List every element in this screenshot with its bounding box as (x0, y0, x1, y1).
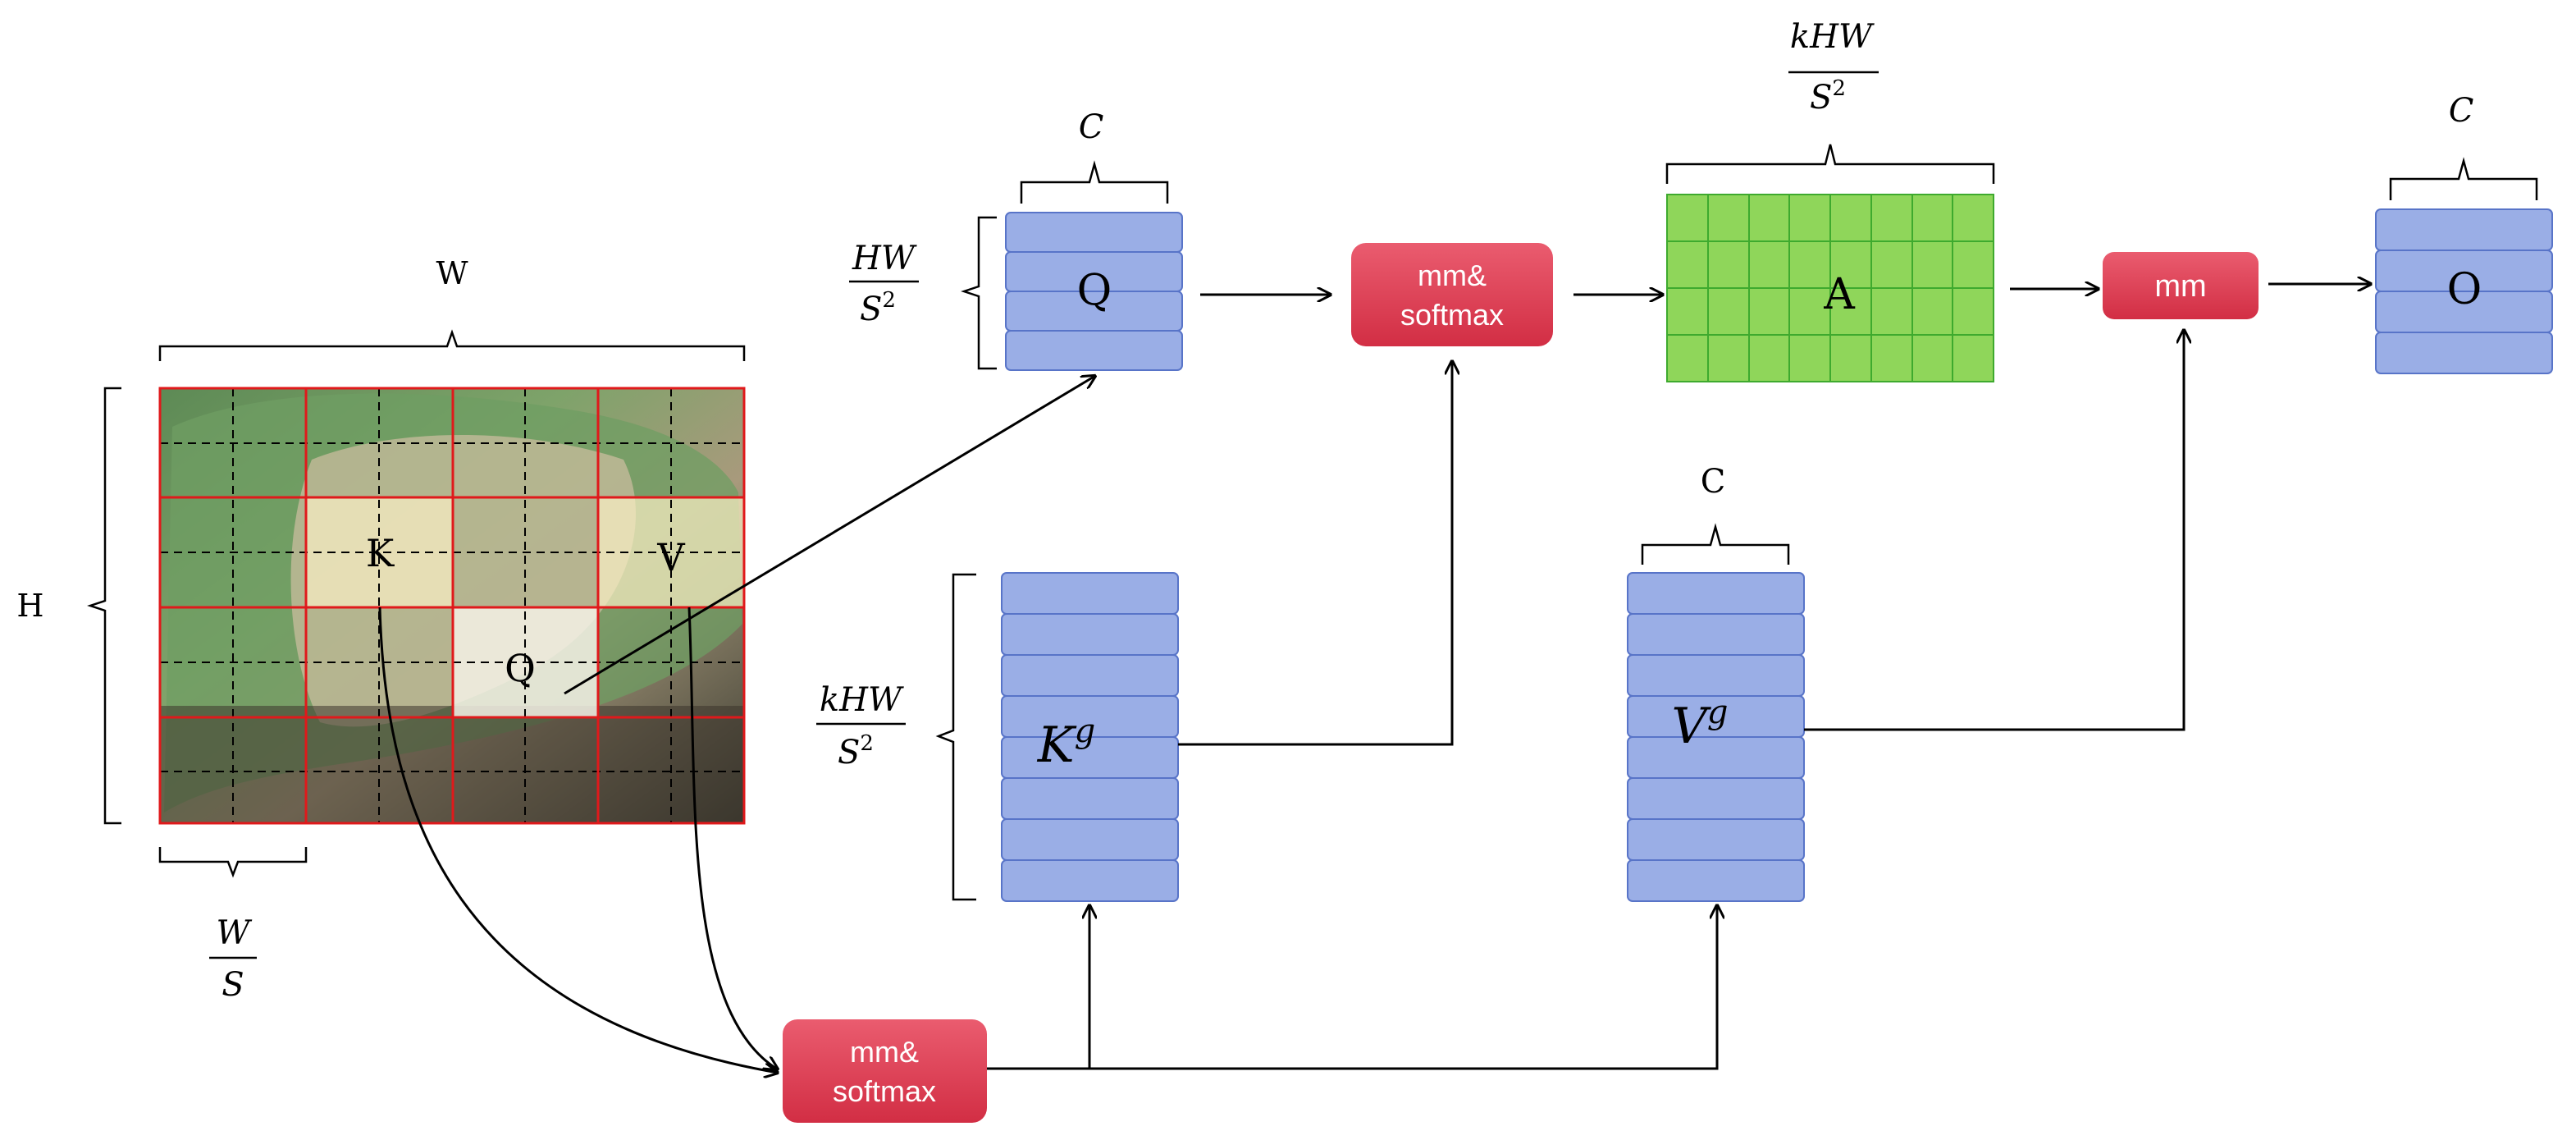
arrow-vpatch-to-bottom (687, 607, 778, 1069)
op-mm-label: mm (2154, 269, 2206, 304)
a-top-den: S2 (1810, 76, 1846, 117)
k-side-brace (935, 573, 976, 901)
q-side-num: HW (852, 240, 917, 277)
q-token-stack: Q (1005, 212, 1183, 371)
patch-v-label: V (656, 535, 685, 579)
a-top-brace (1665, 144, 1995, 184)
arrow-kpatch-to-bottom (378, 607, 778, 1073)
v-label: Vg (1672, 694, 1729, 755)
op-mm-softmax-bottom-line1: mm& (850, 1035, 919, 1069)
connectors (378, 284, 2371, 1073)
op-mm-softmax-top-line1: mm& (1418, 259, 1487, 292)
width-brace (158, 329, 746, 361)
o-top-brace (2389, 157, 2538, 200)
a-label: A (1823, 270, 1856, 319)
q-side-den: S2 (860, 288, 896, 328)
height-label: H (16, 588, 43, 624)
op-mm-softmax-bottom-line2: softmax (833, 1074, 936, 1108)
o-token-stack: O (2375, 208, 2553, 374)
cell-width-num: W (216, 914, 252, 952)
op-mm-softmax-top-line2: softmax (1400, 298, 1504, 332)
q-top-label: C (1079, 108, 1104, 146)
width-label: W (436, 255, 468, 291)
k-side-fraction: kHW S2 (816, 681, 906, 771)
arrow-v-to-mm (1804, 330, 2184, 731)
op-mm-softmax-top: mm& softmax (1351, 243, 1553, 346)
arrow-qpatch-to-q (564, 376, 1095, 695)
arrow-k-to-mmsoftmax (1178, 361, 1452, 746)
o-top-label: C (2449, 92, 2474, 130)
v-token-stack: Vg (1627, 572, 1805, 902)
arrow-bottom-to-v (1089, 905, 1717, 1070)
coarse-grid-red (158, 387, 746, 825)
height-brace (87, 387, 121, 825)
k-side-den: S2 (838, 731, 874, 771)
v-top-label: C (1701, 463, 1726, 501)
op-mm: mm (2103, 252, 2259, 319)
a-top-num: kHW (1790, 18, 1875, 56)
input-image-grid: K V Q (158, 387, 746, 825)
attention-matrix: A (1666, 194, 1994, 382)
a-top-fraction: kHW S2 (1788, 18, 1879, 117)
o-label: O (2447, 265, 2482, 314)
cell-width-brace (158, 847, 308, 878)
k-side-num: kHW (820, 681, 904, 719)
patch-q-label: Q (505, 646, 536, 690)
k-token-stack: Kg (1001, 572, 1179, 902)
fine-grid-dashed (160, 388, 744, 823)
patch-k-label: K (366, 531, 395, 575)
v-top-brace (1641, 523, 1790, 565)
q-label: Q (1077, 266, 1112, 315)
q-side-fraction: HW S2 (849, 240, 919, 328)
cell-width-fraction: W S (209, 914, 257, 1004)
arrow-bottom-to-k (987, 905, 1089, 1070)
q-top-brace (1020, 160, 1169, 204)
q-side-brace (961, 216, 997, 370)
op-mm-softmax-bottom: mm& softmax (783, 1019, 987, 1123)
cell-width-den: S (222, 966, 244, 1004)
k-label: Kg (1037, 712, 1095, 774)
